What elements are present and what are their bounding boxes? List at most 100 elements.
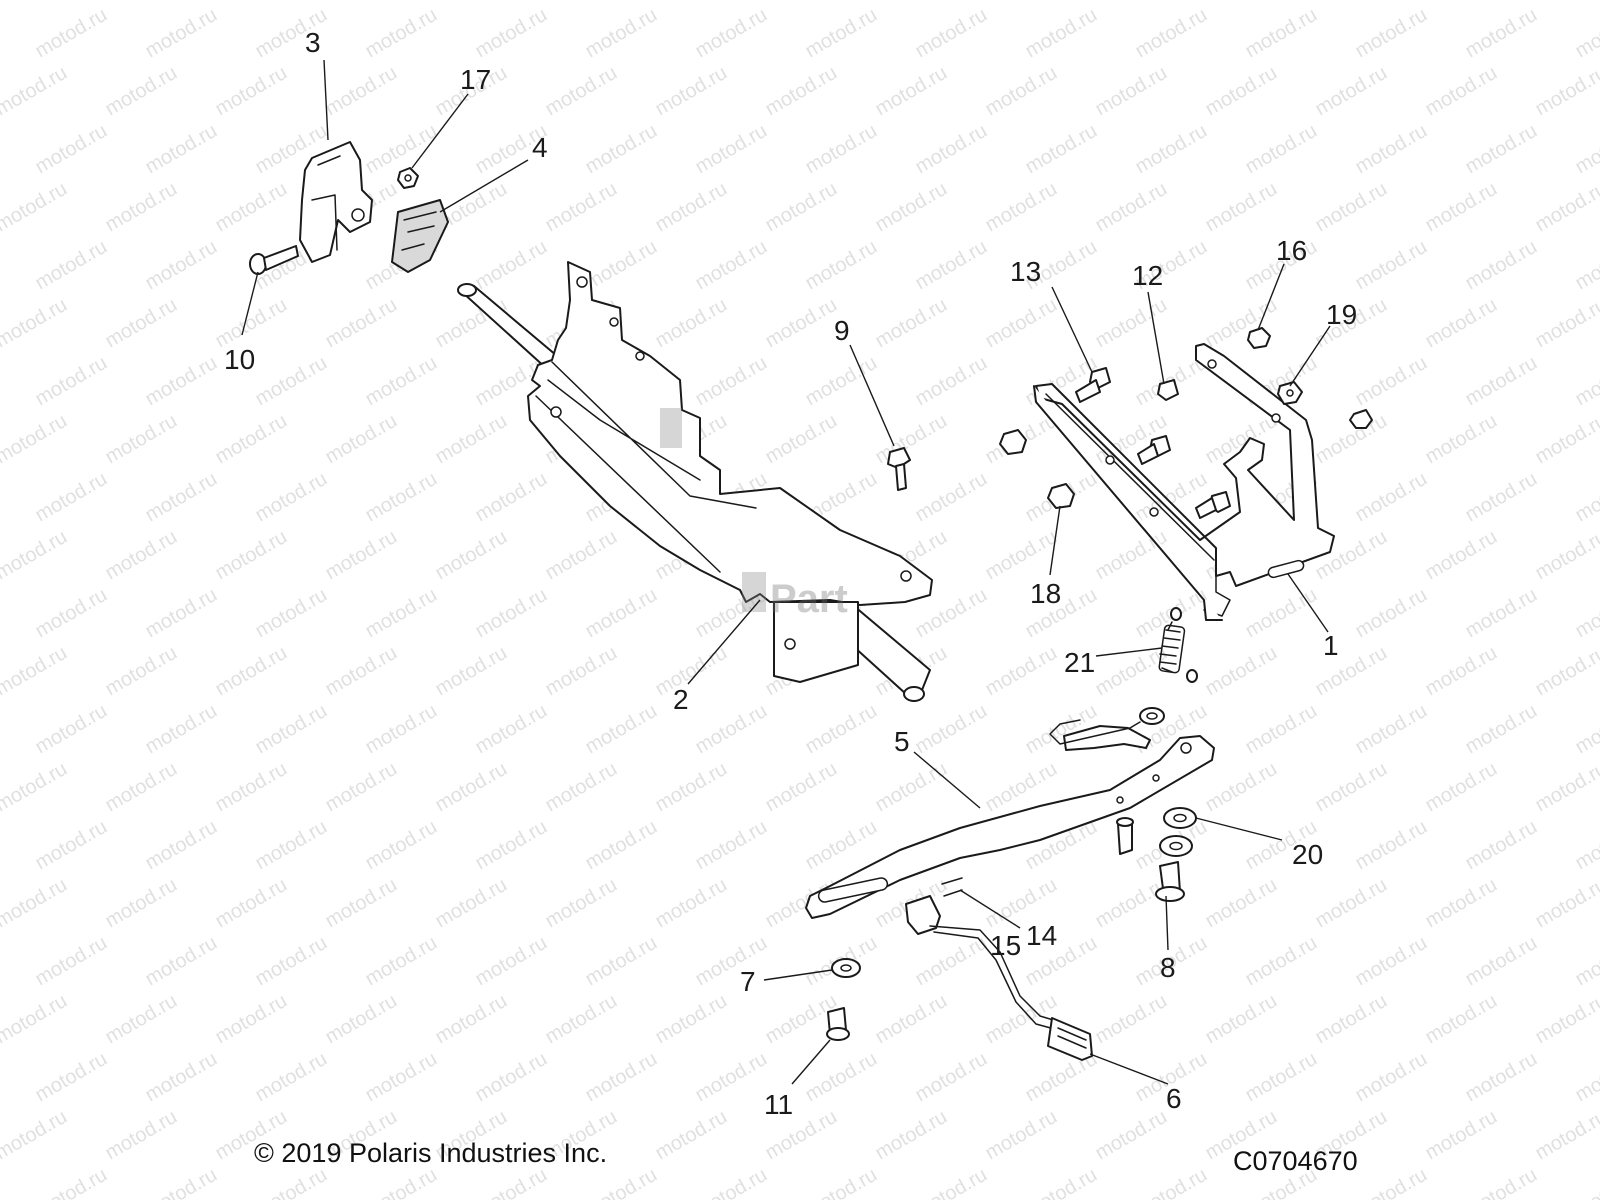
- watermark-text: motod.ru: [1352, 932, 1431, 991]
- watermark-text: motod.ru: [432, 758, 511, 817]
- watermark-text: motod.ru: [102, 0, 181, 4]
- watermark-text: motod.ru: [1202, 990, 1281, 1049]
- part-3-shifter-housing: [299, 141, 373, 263]
- callout-16: 16: [1276, 235, 1307, 266]
- watermark-text: motod.ru: [692, 4, 771, 63]
- watermark-text: motod.ru: [1092, 526, 1171, 585]
- watermark-text: motod.ru: [1532, 1106, 1600, 1165]
- watermark-text: motod.ru: [1242, 120, 1321, 179]
- part-8-pivot-bolt: [1155, 861, 1185, 902]
- watermark-text: motod.ru: [362, 932, 441, 991]
- watermark-text: motod.ru: [872, 0, 951, 4]
- part-2-shift-bracket: [457, 261, 933, 702]
- watermark-text: motod.ru: [912, 1164, 991, 1200]
- watermark-text: motod.ru: [582, 120, 661, 179]
- watermark-text: motod.ru: [432, 642, 511, 701]
- watermark-text: motod.ru: [142, 120, 221, 179]
- watermark-text: motod.ru: [472, 932, 551, 991]
- watermark-text: motod.ru: [1422, 178, 1501, 237]
- watermark-text: motod.ru: [252, 468, 331, 527]
- watermark-text: motod.ru: [142, 236, 221, 295]
- watermark-text: motod.ru: [1532, 990, 1600, 1049]
- watermark-text: motod.ru: [582, 932, 661, 991]
- watermark-text: motod.ru: [1092, 178, 1171, 237]
- callout-13: 13: [1010, 256, 1041, 287]
- watermark-text: motod.ru: [1532, 526, 1600, 585]
- watermark-text: motod.ru: [102, 1106, 181, 1165]
- watermark-text: motod.ru: [1352, 236, 1431, 295]
- watermark-text: motod.ru: [1532, 642, 1600, 701]
- callout-10: 10: [224, 344, 255, 375]
- part-5-shift-lever: [805, 707, 1215, 919]
- watermark-text: motod.ru: [872, 1106, 951, 1165]
- watermark-text: motod.ru: [212, 642, 291, 701]
- watermark-text: motod.ru: [322, 642, 401, 701]
- watermark-text: motod.ru: [692, 1048, 771, 1107]
- watermark-text: motod.ru: [32, 584, 111, 643]
- watermark-text: motod.ru: [872, 410, 951, 469]
- watermark-text: motod.ru: [1312, 62, 1391, 121]
- watermark-text: motod.ru: [1202, 642, 1281, 701]
- watermark-text: motod.ru: [652, 62, 731, 121]
- watermark-text: motod.ru: [762, 62, 841, 121]
- watermark-text: motod.ru: [1132, 120, 1211, 179]
- callout-18: 18: [1030, 578, 1061, 609]
- watermark-text: motod.ru: [912, 352, 991, 411]
- watermark-text: motod.ru: [362, 352, 441, 411]
- watermark-text: motod.ru: [912, 700, 991, 759]
- watermark-text: motod.ru: [32, 236, 111, 295]
- part-4-clip: [391, 199, 449, 273]
- watermark-text: motod.ru: [322, 0, 401, 4]
- watermark-text: motod.ru: [212, 178, 291, 237]
- watermark-text: motod.ru: [472, 4, 551, 63]
- callout-6: 6: [1166, 1083, 1182, 1114]
- watermark-text: motod.ru: [472, 584, 551, 643]
- watermark-text: motod.ru: [652, 178, 731, 237]
- watermark-text: motod.ru: [1462, 1048, 1541, 1107]
- parts-bike-stamp: Part: [660, 408, 848, 621]
- callouts: 1 2 3 4 5 6 7 8 9 10 11 12 13 14 15 16 1…: [224, 27, 1357, 1120]
- part-6-connector: [1047, 1017, 1093, 1061]
- watermark-text: motod.ru: [1092, 294, 1171, 353]
- watermark-text: motod.ru: [802, 352, 881, 411]
- watermark-text: motod.ru: [582, 816, 661, 875]
- callout-12: 12: [1132, 260, 1163, 291]
- watermark-text: motod.ru: [32, 1048, 111, 1107]
- watermark-text: motod.ru: [1022, 120, 1101, 179]
- watermark-text: motod.ru: [1132, 1164, 1211, 1200]
- watermark-text: motod.ru: [1572, 932, 1600, 991]
- watermark-text: motod.ru: [0, 352, 1, 411]
- part-21-spring: [1158, 607, 1198, 683]
- watermark-text: motod.ru: [982, 526, 1061, 585]
- watermark-text: motod.ru: [472, 816, 551, 875]
- watermark-text: motod.ru: [1352, 1164, 1431, 1200]
- watermark-text: motod.ru: [982, 0, 1061, 4]
- watermark-text: motod.ru: [32, 4, 111, 63]
- watermark-text: motod.ru: [1242, 700, 1321, 759]
- watermark-text: motod.ru: [142, 352, 221, 411]
- watermark-text: motod.ru: [32, 120, 111, 179]
- watermark-text: motod.ru: [0, 700, 1, 759]
- watermark-text: motod.ru: [102, 178, 181, 237]
- watermark-text: motod.ru: [32, 932, 111, 991]
- watermark-text: motod.ru: [1572, 236, 1600, 295]
- watermark-text: motod.ru: [142, 584, 221, 643]
- watermark-text: motod.ru: [0, 410, 71, 469]
- watermark-text: motod.ru: [872, 62, 951, 121]
- watermark-text: motod.ru: [1422, 294, 1501, 353]
- watermark-text: motod.ru: [582, 236, 661, 295]
- watermark-text: motod.ru: [32, 816, 111, 875]
- watermark-text: motod.ru: [252, 1048, 331, 1107]
- watermark-text: motod.ru: [252, 1164, 331, 1200]
- watermark-text: motod.ru: [1532, 0, 1600, 4]
- watermark-text: motod.ru: [32, 468, 111, 527]
- watermark-text: motod.ru: [142, 1048, 221, 1107]
- watermark-text: motod.ru: [802, 1164, 881, 1200]
- watermark-text: motod.ru: [362, 1048, 441, 1107]
- watermark-text: motod.ru: [102, 642, 181, 701]
- watermark-text: motod.ru: [582, 1164, 661, 1200]
- watermark-text: motod.ru: [472, 468, 551, 527]
- watermark-text: motod.ru: [872, 990, 951, 1049]
- watermark-text: motod.ru: [1422, 0, 1501, 4]
- callout-11: 11: [764, 1089, 793, 1120]
